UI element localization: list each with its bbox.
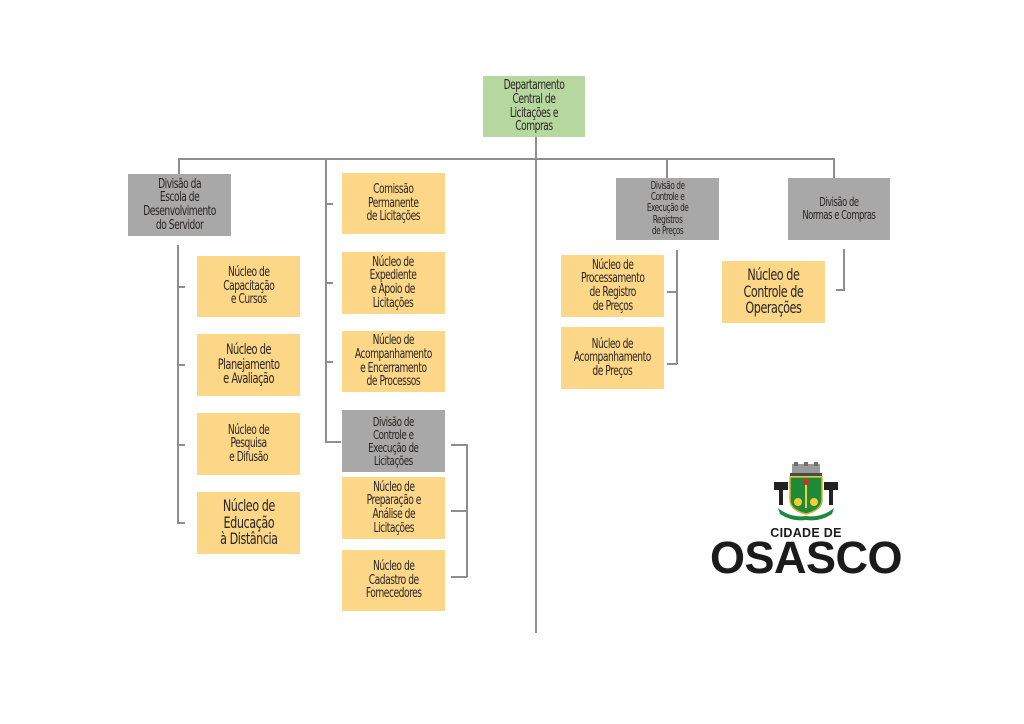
connector-branch-1-tick-4 (177, 522, 185, 524)
org-node-label: Núcleo de Pesquisa e Difusão (227, 422, 270, 465)
connector-branch-1-spine (177, 245, 179, 523)
org-node-label: Divisão da Escola de Desenvolvimento do … (143, 176, 216, 233)
org-node-label: Núcleo de Capacitação e Cursos (222, 265, 275, 308)
org-node-nucleus: Núcleo de Preparação e Análise de Licita… (342, 477, 445, 539)
logo-label-main: OSASCO (709, 532, 903, 583)
org-node-label: Divisão de Controle e Execução de Licita… (368, 413, 419, 469)
org-node-label: Núcleo de Controle de Operações (743, 264, 804, 318)
connector-subdiv-tick-2 (451, 576, 467, 578)
connector-branch-3-tick-1 (667, 291, 677, 293)
connector-branch-2-tick-3 (325, 361, 333, 363)
org-node-label: Departamento Central de Licitações e Com… (503, 78, 565, 135)
org-node-division: Divisão de Controle e Execução de Regist… (616, 178, 719, 240)
org-node-label: Núcleo de Acompanhamento de Preços (574, 336, 651, 379)
connector-branch-2-tick-1 (325, 203, 333, 205)
org-node-nucleus: Núcleo de Expediente e Apoio de Licitaçõ… (342, 252, 445, 314)
org-node-division: Divisão de Normas e Compras (788, 178, 890, 240)
org-node-label: Comissão Permanente de Licitações (366, 182, 421, 225)
connector-branch-2-tick-2 (325, 282, 333, 284)
org-node-nucleus: Núcleo de Cadastro de Fornecedores (342, 550, 445, 611)
org-node-nucleus: Núcleo de Planejamento e Avaliação (197, 334, 300, 396)
org-node-label: Núcleo de Expediente e Apoio de Licitaçõ… (370, 254, 417, 311)
connector-root-down (535, 137, 537, 633)
connector-drop-branch-1 (178, 158, 180, 174)
connector-subdiv-spine (466, 444, 468, 577)
coat-of-arms-icon (774, 462, 838, 521)
connector-branch-2-tick-4 (325, 441, 341, 443)
org-node-label: Núcleo de Planejamento e Avaliação (217, 341, 280, 388)
connector-branch-1-tick-1 (177, 286, 185, 288)
org-node-nucleus: Núcleo de Controle de Operações (722, 261, 825, 323)
connector-drop-branch-3 (666, 158, 668, 178)
connector-branch-1-tick-2 (177, 364, 185, 366)
connector-branch-1-tick-3 (177, 444, 185, 446)
org-node-label: Divisão de Controle e Execução de Regist… (646, 180, 689, 237)
org-node-nucleus: Núcleo de Acompanhamento e Encerramento … (342, 331, 445, 392)
connector-subdiv-tick-1 (451, 510, 467, 512)
connector-subdiv-top (451, 444, 467, 446)
org-node-label: Núcleo de Educação à Distância (219, 495, 278, 549)
org-node-nucleus: Núcleo de Acompanhamento de Preços (561, 327, 664, 389)
org-node-label: Núcleo de Preparação e Análise de Licita… (366, 479, 421, 536)
org-node-label: Núcleo de Cadastro de Fornecedores (365, 559, 422, 602)
org-node-nucleus: Núcleo de Capacitação e Cursos (197, 256, 300, 317)
connector-branch-3-tick-2 (667, 363, 677, 365)
org-node-sub-division: Divisão de Controle e Execução de Licita… (342, 410, 445, 472)
connector-drop-branch-2 (325, 158, 327, 442)
connector-branch-3-spine (676, 250, 678, 364)
org-node-root: Departamento Central de Licitações e Com… (483, 76, 585, 137)
org-node-division: Divisão da Escola de Desenvolvimento do … (128, 174, 231, 236)
connector-branch-4-tick-1 (836, 289, 845, 291)
org-node-nucleus: Núcleo de Educação à Distância (197, 492, 300, 554)
org-node-nucleus: Núcleo de Pesquisa e Difusão (197, 413, 300, 475)
org-node-label: Núcleo de Processamento de Registro de P… (580, 257, 645, 314)
connector-top-bar (178, 158, 834, 160)
connector-drop-branch-4 (833, 158, 835, 178)
org-node-nucleus: Comissão Permanente de Licitações (342, 173, 445, 234)
org-node-label: Divisão de Normas e Compras (802, 195, 876, 222)
connector-branch-4-spine (843, 249, 845, 290)
org-node-nucleus: Núcleo de Processamento de Registro de P… (561, 255, 664, 317)
logo-label-top: CIDADE DE (770, 526, 842, 540)
org-node-label: Núcleo de Acompanhamento e Encerramento … (355, 333, 432, 390)
